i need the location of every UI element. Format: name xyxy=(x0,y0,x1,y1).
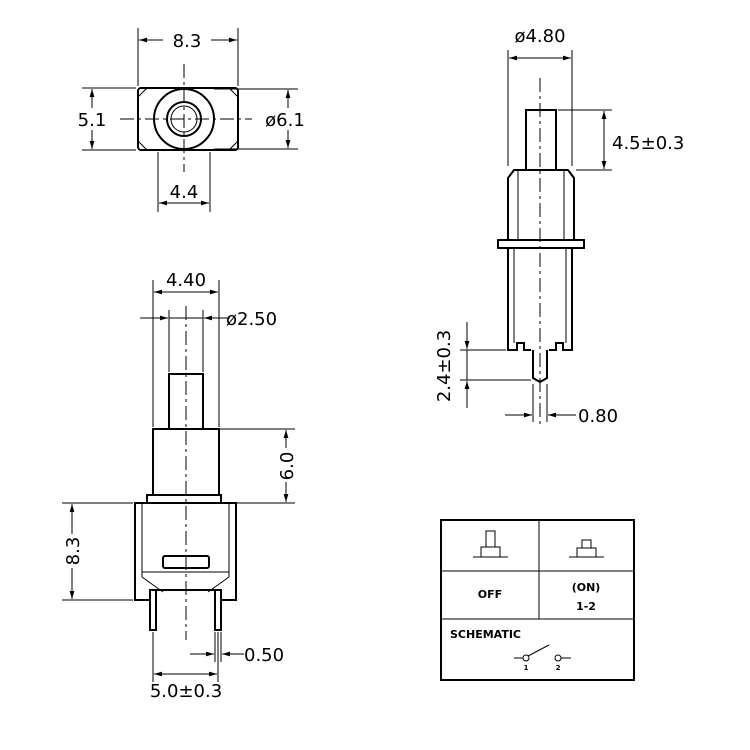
side-plunger-dimension: 4.5±0.3 xyxy=(558,109,684,171)
side-diameter-label: ø4.80 xyxy=(514,26,565,47)
top-view-body xyxy=(120,64,252,172)
top-diameter-dimension: ø6.1 xyxy=(214,88,310,150)
side-pin-width-label: 0.80 xyxy=(578,406,618,427)
top-height-label: 5.1 xyxy=(78,110,107,131)
top-inner-label: 4.4 xyxy=(170,182,199,203)
front-pitch-label: 5.0±0.3 xyxy=(150,681,222,702)
front-width-label: 4.40 xyxy=(166,270,206,291)
state-on-contacts-label: 1-2 xyxy=(576,600,596,613)
front-pitch-dimension: 5.0±0.3 xyxy=(150,632,222,702)
switch-symbol: 1 2 xyxy=(514,644,571,672)
front-height-label: 8.3 xyxy=(63,537,84,566)
side-plunger-label: 4.5±0.3 xyxy=(612,133,684,154)
side-pin-width-dimension: 0.80 xyxy=(505,384,618,427)
state-off-label: OFF xyxy=(478,588,502,601)
top-inner-dimension: 4.4 xyxy=(157,152,211,212)
front-height-dimension: 8.3 xyxy=(62,502,133,601)
schematic-table: OFF (ON) 1-2 SCHEMATIC 1 2 xyxy=(440,519,635,681)
terminal-2-label: 2 xyxy=(556,664,561,672)
top-height-dimension: 5.1 xyxy=(76,87,136,151)
on-state-icon xyxy=(569,539,604,558)
front-diameter-label: ø2.50 xyxy=(226,309,277,330)
side-pin-height-dimension: 2.4±0.3 xyxy=(434,322,531,408)
front-pin-dimension: 0.50 xyxy=(190,632,284,666)
terminal-1-label: 1 xyxy=(524,664,529,672)
top-view: 8.3 5.1 ø6.1 4.4 xyxy=(76,28,310,212)
side-pin-height-label: 2.4±0.3 xyxy=(434,330,455,402)
front-plunger-label: 6.0 xyxy=(277,452,298,481)
front-diameter-dimension: ø2.50 xyxy=(140,309,277,372)
front-view-body xyxy=(134,306,237,640)
side-view-body xyxy=(497,78,585,426)
front-plunger-dimension: 6.0 xyxy=(205,428,298,504)
off-state-icon xyxy=(473,530,508,558)
front-pin-label: 0.50 xyxy=(244,645,284,666)
front-view: 4.40 ø2.50 6.0 8.3 xyxy=(62,270,298,702)
side-diameter-dimension: ø4.80 xyxy=(507,26,573,166)
top-width-dimension: 8.3 xyxy=(137,28,239,86)
top-diameter-label: ø6.1 xyxy=(265,110,305,131)
front-width-dimension: 4.40 xyxy=(152,270,220,427)
top-width-label: 8.3 xyxy=(173,31,202,52)
side-view: ø4.80 4.5±0.3 2.4±0.3 0.80 xyxy=(434,26,684,427)
state-on-label: (ON) xyxy=(572,581,601,594)
schematic-label: SCHEMATIC xyxy=(450,628,521,641)
